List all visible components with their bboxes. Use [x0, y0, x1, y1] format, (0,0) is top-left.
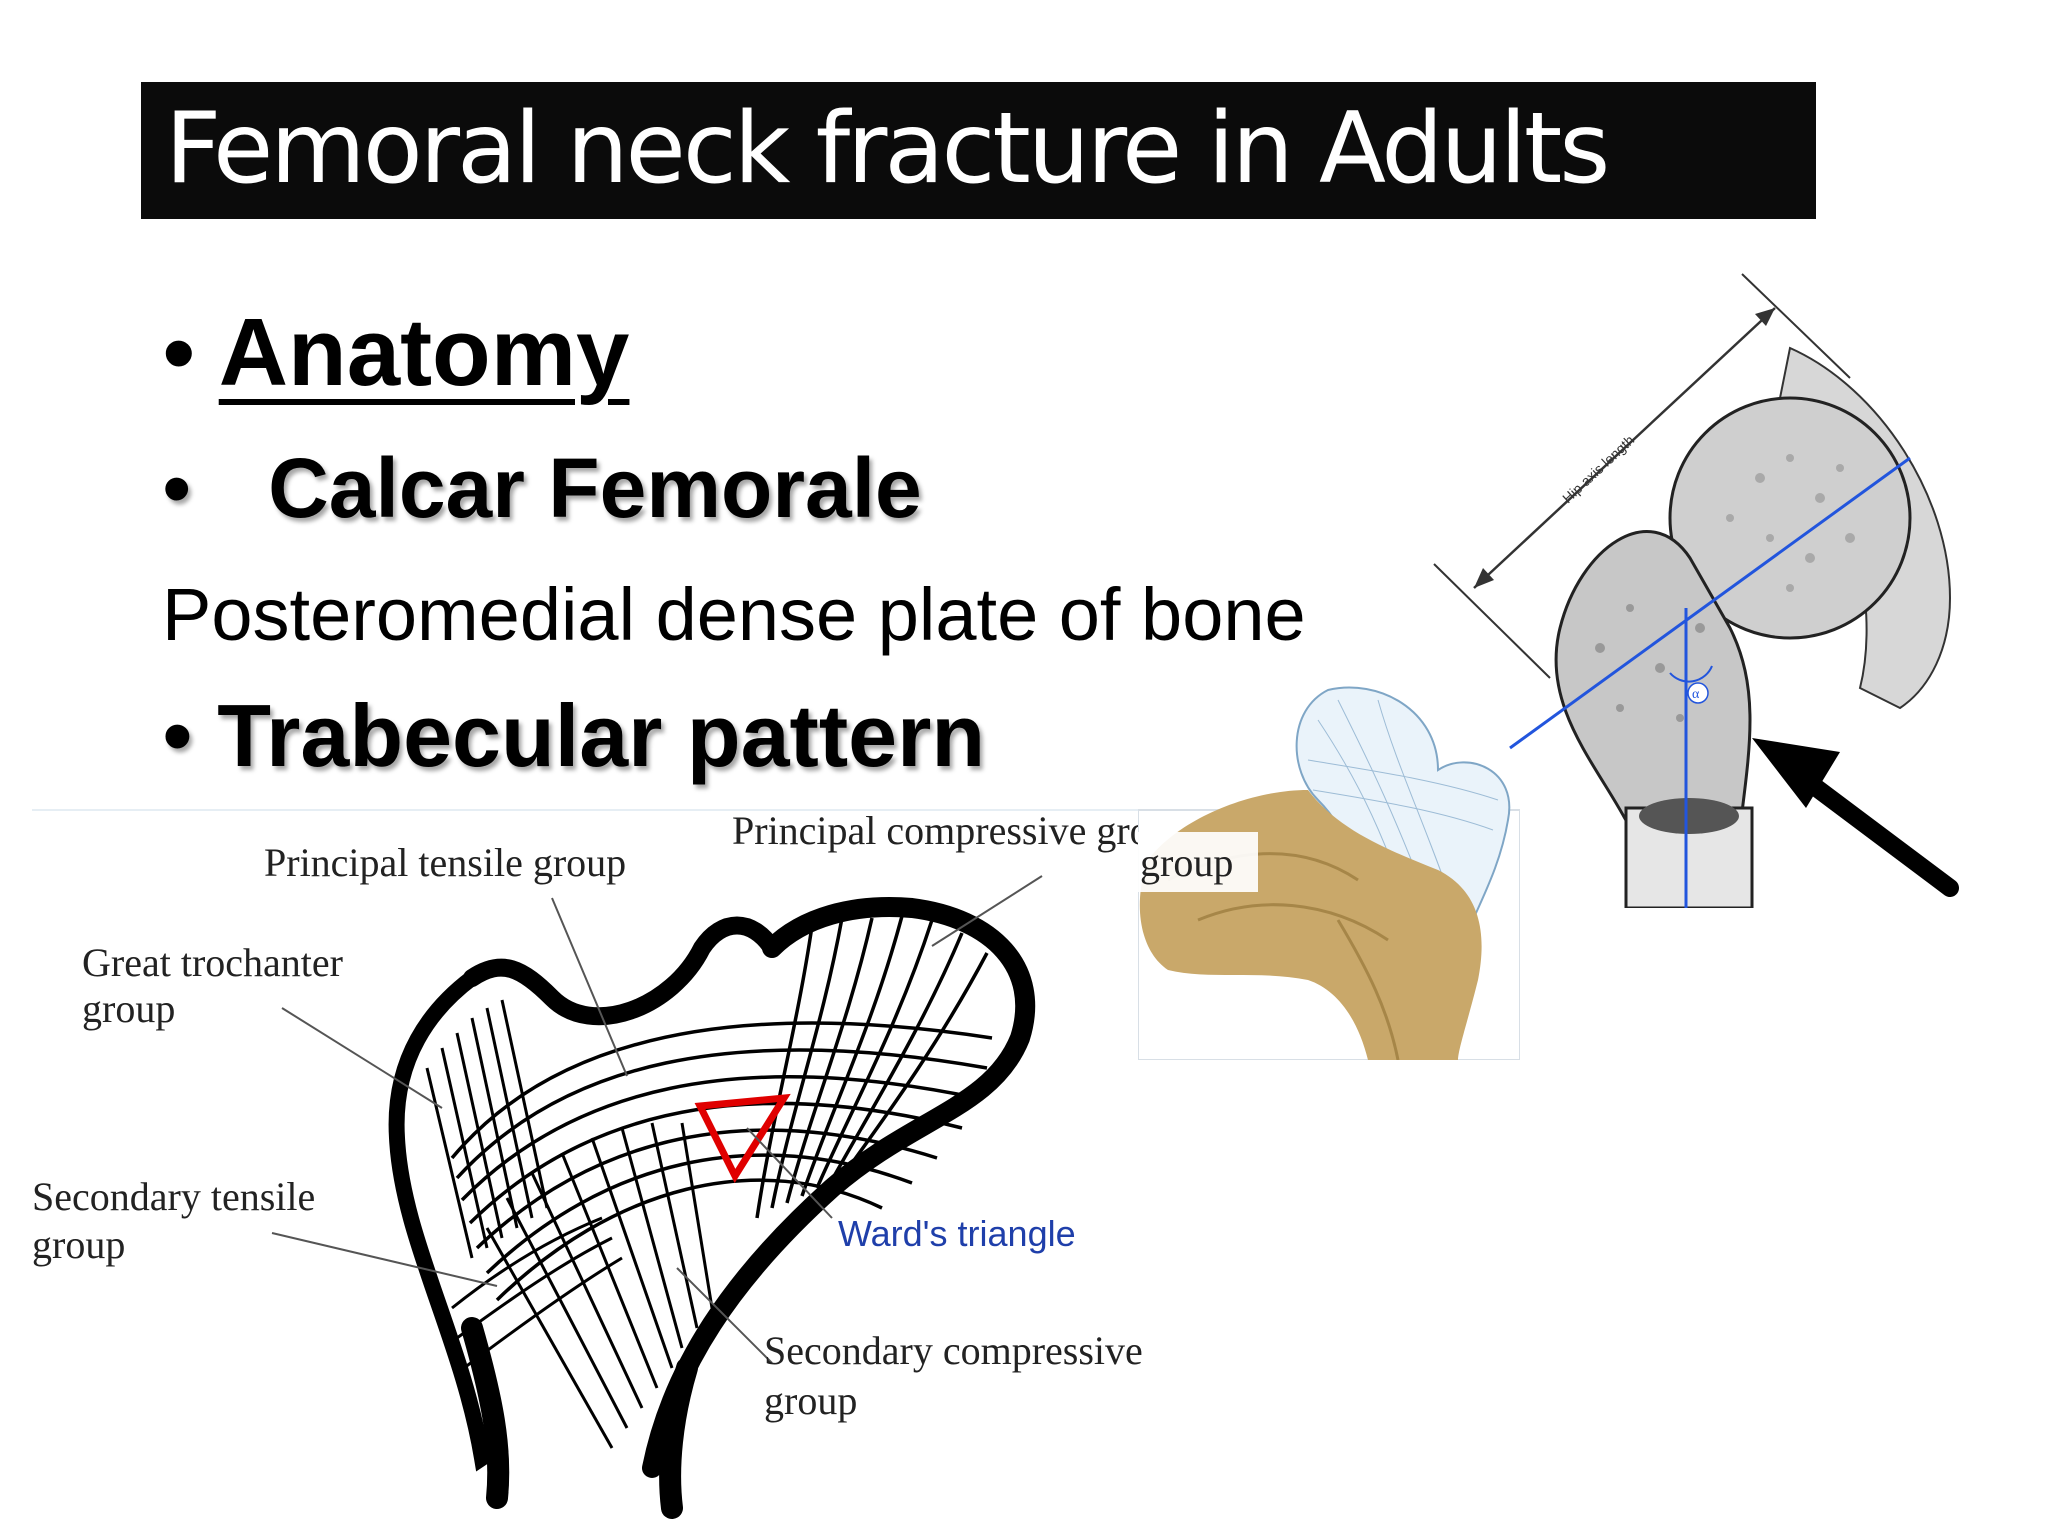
bullet-anatomy: • Anatomy: [162, 298, 629, 408]
label-secondary-compressive-1: Secondary compressive: [764, 1328, 1143, 1373]
femoral-head: [1668, 396, 1912, 640]
medial-shaft-cortex: [659, 1357, 698, 1519]
bullet-trabecular: • Trabecular pattern: [162, 684, 985, 788]
principal-compressive-lines: [755, 915, 989, 1219]
bullet-marker: •: [162, 441, 192, 535]
bullet-calcar-text: Calcar Femorale: [268, 441, 922, 535]
hip-axis-guide-top: [1741, 273, 1851, 379]
bullet-anatomy-text: Anatomy: [218, 299, 630, 406]
calcar-description: Posteromedial dense plate of bone: [162, 573, 1306, 656]
angle-symbol: α: [1692, 687, 1700, 702]
label-great-trochanter-1: Great trochanter: [82, 940, 343, 985]
label-wards-triangle: Ward's triangle: [838, 1213, 1076, 1254]
hip-axis-guide-left: [1433, 563, 1551, 679]
principal-tensile-lines: [450, 1021, 993, 1302]
label-principal-tensile: Principal tensile group: [264, 840, 626, 885]
neck-superior-outline: [463, 916, 781, 1026]
label-hip-axis-length: Hip axis length: [1559, 432, 1637, 506]
slide-title: Femoral neck fracture in Adults: [165, 92, 1610, 206]
great-trochanter-lines: [425, 999, 549, 1259]
lateral-cortex: [461, 1317, 510, 1509]
title-bar: Femoral neck fracture in Adults: [141, 82, 1816, 219]
label-principal-compressive: Principal compressive group: [732, 808, 1190, 853]
femoral-neck: [1554, 530, 1752, 830]
bullet-calcar: • Calcar Femorale: [162, 438, 922, 538]
neck-axis-line: [1509, 456, 1911, 750]
label-group-overflow: group: [1140, 840, 1233, 885]
bullet-marker: •: [162, 686, 193, 785]
trabecular-pattern-diagram: Principal tensile group Principal compre…: [32, 808, 1268, 1528]
secondary-tensile-lines: [451, 1216, 623, 1370]
proximal-femur-section: Hip axis length α: [1433, 273, 1959, 908]
label-secondary-tensile-1: Secondary tensile: [32, 1174, 315, 1219]
secondary-compressive-lines: [485, 1122, 714, 1449]
bullet-trabecular-text: Trabecular pattern: [217, 686, 986, 785]
label-secondary-tensile-2: group: [32, 1222, 125, 1267]
bullet-marker: •: [162, 299, 196, 406]
wards-triangle: [694, 1093, 791, 1184]
bone-photo-panel: group: [1138, 686, 1520, 1060]
leader-lines: [271, 875, 1043, 1364]
label-great-trochanter-2: group: [82, 986, 175, 1031]
hip-axis-length-line: [1473, 307, 1776, 589]
medial-cortex: [642, 897, 1036, 1478]
calcar-arrow: [1752, 738, 1959, 897]
greater-trochanter-outline: [388, 970, 505, 1472]
label-secondary-compressive-2: group: [764, 1378, 857, 1423]
